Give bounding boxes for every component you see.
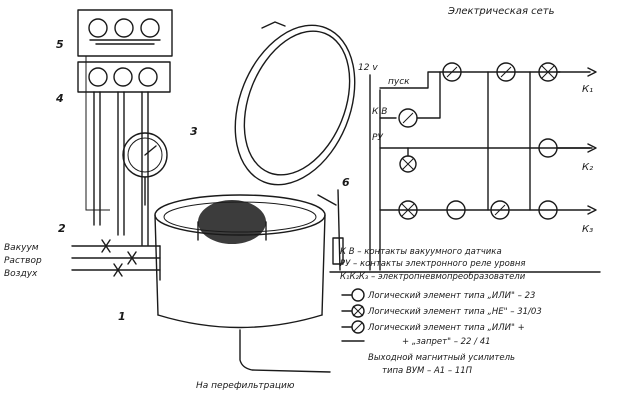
- kv-label: К В: [372, 107, 387, 117]
- legend-or: Логический элемент типа „ИЛИ" – 23: [367, 291, 535, 301]
- air-label: Воздух: [4, 269, 38, 279]
- pressure-gauge: [122, 132, 168, 206]
- pusk-label: пуск: [388, 77, 410, 87]
- level-sensor: [332, 189, 344, 271]
- legend-inhibit-1: Логический элемент типа „ИЛИ" +: [367, 323, 525, 333]
- vessel: [154, 21, 356, 373]
- legend-not: Логический элемент типа „НЕ" – 31/03: [367, 307, 542, 317]
- marker-1: 1: [118, 310, 126, 323]
- panel-4: [77, 61, 171, 93]
- marker-6: 6: [342, 176, 350, 189]
- solution-label: Раствор: [4, 256, 42, 266]
- circuit: [329, 62, 601, 273]
- legend-k: К₁К₂К₃ – электропневмопреобразователи: [340, 272, 526, 282]
- legend-symbols: [341, 288, 365, 342]
- k1-label: К₁: [582, 84, 593, 95]
- marker-3: 3: [190, 125, 198, 138]
- valves: [71, 239, 161, 281]
- k3-label: К₃: [582, 224, 593, 235]
- vacuum-label: Вакуум: [4, 243, 39, 253]
- legend-ru: РУ – контакты электронного реле уровня: [340, 259, 526, 269]
- network-title: Электрическая сеть: [447, 6, 555, 17]
- legend-kv: К В – контакты вакуумного датчика: [340, 247, 502, 257]
- marker-5: 5: [56, 38, 64, 51]
- legend-inhibit-2: + „запрет" – 22 / 41: [402, 337, 491, 347]
- panel-5: [77, 9, 173, 57]
- legend-amp-1: Выходной магнитный усилитель: [368, 353, 515, 363]
- k2-label: К₂: [582, 162, 593, 173]
- ru-label: РУ: [372, 133, 383, 143]
- marker-4: 4: [55, 92, 64, 105]
- outlet-label: На перефильтрацию: [196, 381, 295, 391]
- supply-label: 12 v: [358, 63, 378, 73]
- legend-amp-2: типа ВУМ – А1 – 11П: [382, 366, 473, 376]
- panel-tubes: [85, 56, 149, 246]
- marker-2: 2: [58, 222, 66, 235]
